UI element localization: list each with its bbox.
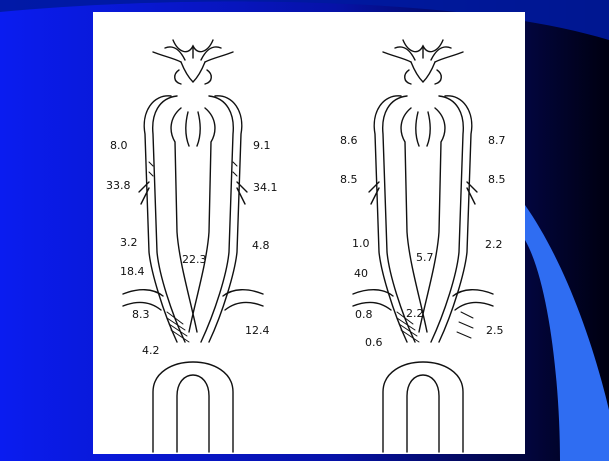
flow-label: 12.4 — [245, 325, 270, 336]
flow-label: 33.8 — [106, 180, 131, 191]
figure-panel: 8.0 9.1 33.8 34.1 3.2 4.8 22.3 18.4 8.3 … — [93, 12, 525, 454]
right-artery-diagram — [353, 40, 493, 452]
left-artery-diagram — [123, 40, 263, 452]
flow-label: 4.8 — [252, 240, 270, 251]
flow-label: 3.2 — [120, 237, 138, 248]
flow-label: 9.1 — [253, 140, 271, 151]
flow-label: 18.4 — [120, 266, 145, 277]
flow-label: 2.5 — [486, 325, 504, 336]
flow-label: 8.3 — [132, 309, 150, 320]
flow-label: 2.2 — [406, 308, 424, 319]
flow-label: 22.3 — [182, 254, 207, 265]
flow-label: 8.0 — [110, 140, 128, 151]
flow-label: 4.2 — [142, 345, 160, 356]
flow-label: 0.8 — [355, 309, 373, 320]
flow-label: 8.7 — [488, 135, 506, 146]
flow-label: 0.6 — [365, 337, 383, 348]
flow-label: 40 — [354, 268, 368, 279]
flow-label: 8.6 — [340, 135, 358, 146]
artery-illustration — [93, 12, 525, 454]
flow-label: 8.5 — [488, 174, 506, 185]
flow-label: 2.2 — [485, 239, 503, 250]
flow-label: 8.5 — [340, 174, 358, 185]
flow-label: 5.7 — [416, 252, 434, 263]
flow-label: 34.1 — [253, 182, 278, 193]
flow-label: 1.0 — [352, 238, 370, 249]
